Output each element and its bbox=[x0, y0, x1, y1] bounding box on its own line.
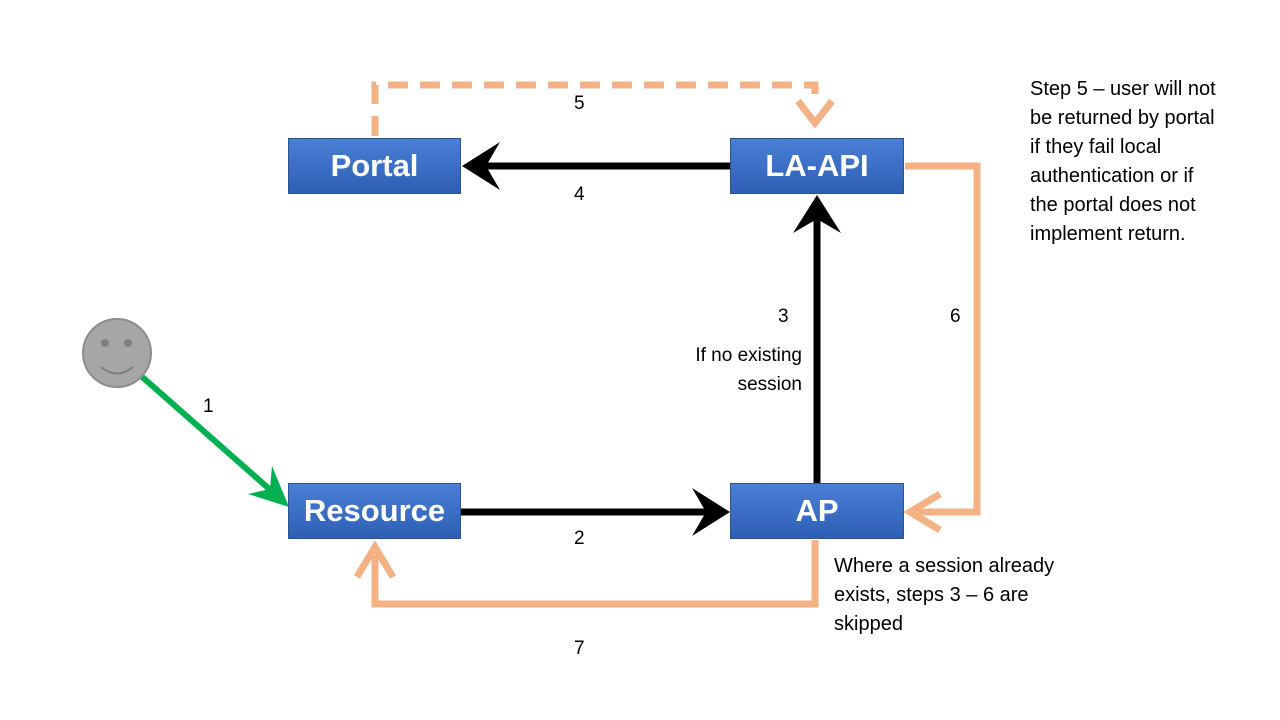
step-1-label: 1 bbox=[203, 396, 214, 417]
session-note: Where a session already exists, steps 3 … bbox=[834, 555, 1055, 635]
step-6-label: 6 bbox=[950, 306, 961, 327]
arrow-step1 bbox=[138, 372, 277, 497]
ap-box: AP bbox=[730, 483, 904, 539]
arrow-step5 bbox=[371, 81, 819, 136]
smiley-face-icon bbox=[82, 318, 152, 388]
arrow-step6 bbox=[905, 162, 981, 516]
step-3-label: 3 bbox=[778, 306, 789, 327]
arrowhead-step6 bbox=[903, 490, 942, 534]
arrowhead-step2 bbox=[692, 488, 730, 536]
arrowhead-step4 bbox=[462, 142, 500, 190]
arrow-step7 bbox=[371, 540, 819, 608]
portal-box: Portal bbox=[288, 138, 461, 194]
step3-condition-label: If no existing session bbox=[695, 345, 802, 395]
step-5-label: 5 bbox=[574, 93, 585, 114]
arrowhead-step5 bbox=[795, 98, 835, 129]
step-4-label: 4 bbox=[574, 184, 585, 205]
arrowhead-step3 bbox=[793, 195, 841, 233]
resource-box: Resource bbox=[288, 483, 461, 539]
step5-note: Step 5 – user will not be returned by po… bbox=[1030, 78, 1216, 245]
step-7-label: 7 bbox=[574, 638, 585, 659]
la-api-box: LA-API bbox=[730, 138, 904, 194]
arrowhead-step7 bbox=[353, 540, 397, 579]
step-2-label: 2 bbox=[574, 528, 585, 549]
arrowhead-step1 bbox=[248, 466, 289, 507]
